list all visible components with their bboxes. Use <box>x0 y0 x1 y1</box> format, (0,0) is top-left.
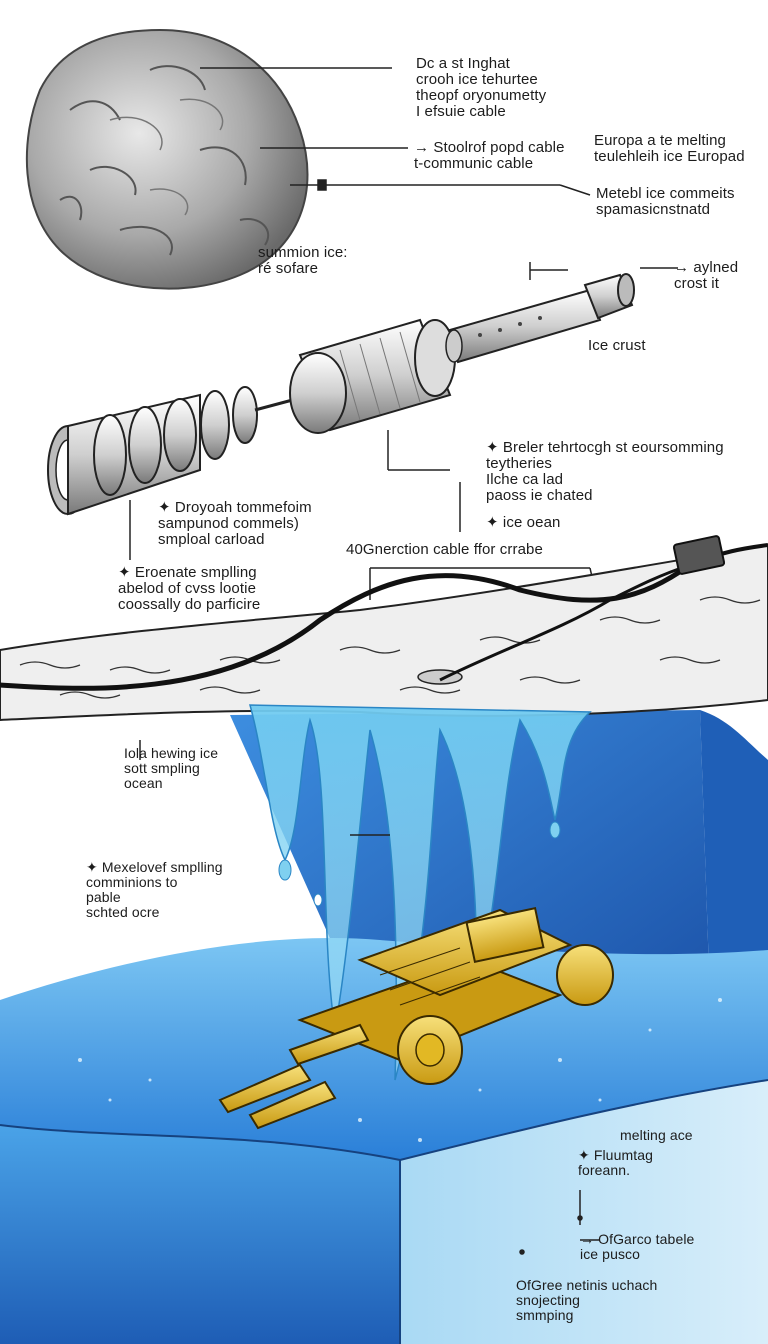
label-mexelovef: ✦ Mexelovef smplling comminions to pable… <box>86 859 223 920</box>
label-ofgarco: → OfGarco tabele ice pusco <box>580 1231 695 1262</box>
comet-rock <box>25 28 309 290</box>
label-iole-hewing: Iola hewing ice sott smpling ocean <box>124 745 219 791</box>
label-comet-ice: summion ice: ré sofare <box>258 244 348 277</box>
label-ice-ocean: ✦ ice oean <box>486 514 561 531</box>
label-melting-ace: melting ace <box>620 1127 693 1143</box>
leader-lines-top <box>200 67 591 196</box>
label-metal-ice: Metebl ice commeits spamasicnstnatd <box>596 185 735 218</box>
label-ofgree: OfGree netinis uchach snojecting smmping <box>516 1277 658 1323</box>
label-comet-top: Dc a st Inghat crooh ice tehurtee theopf… <box>416 55 547 120</box>
label-dropoah: ✦ Droyoah tommefoim sampunod commels) sm… <box>158 499 312 548</box>
ice-crust <box>0 543 768 722</box>
label-cable-spec: → Stoolrof popd cable t-communic cable <box>414 139 565 172</box>
label-connection-cable: 40Gnerction cable ffor crrabe <box>346 541 543 558</box>
probe-assembly <box>47 273 635 516</box>
label-eroenate: ✦ Eroenate smplling abelod of cvss looti… <box>118 564 261 613</box>
label-fluumtag: ✦ Fluumtag foreann. <box>578 1147 653 1178</box>
sampling-rover <box>218 906 614 1130</box>
label-europa-melting: Europa a te melting teulehleih ice Europ… <box>594 132 745 165</box>
leader-lines-bottom <box>139 740 600 1255</box>
tether-cable <box>0 535 768 691</box>
label-ice-crust: Ice crust <box>588 337 646 354</box>
label-aylned: → aylned crost it <box>674 259 739 292</box>
label-breler: ✦ Breler tehrtocgh st eoursomming teythe… <box>486 439 724 504</box>
